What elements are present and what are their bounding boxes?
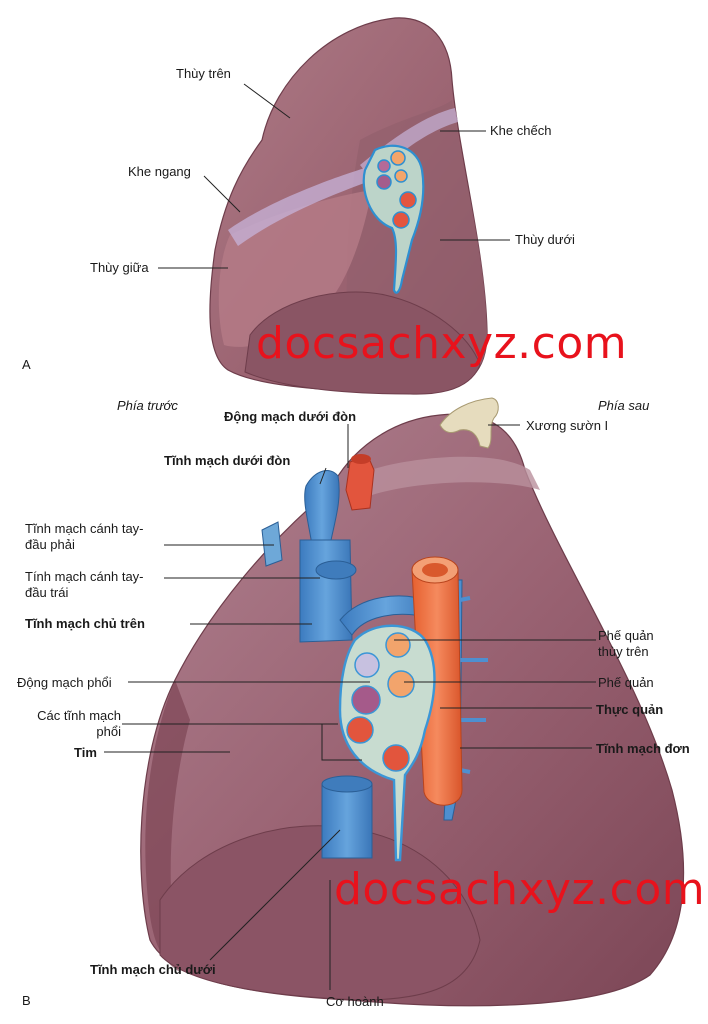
label-superior-vena-cava: Tĩnh mạch chủ trên [25, 616, 145, 631]
label-anterior-side: Phía trước [117, 398, 178, 413]
label-left-brachiocephalic-vein: Tính mạch cánh tay-đầu trái [25, 569, 144, 600]
label-azygos-vein: Tĩnh mạch đơn [596, 741, 690, 756]
label-horizontal-fissure: Khe ngang [128, 164, 191, 179]
label-pulmonary-veins: Các tĩnh mạch phổi [37, 708, 121, 739]
label-heart: Tim [74, 745, 97, 760]
watermark-bottom: docsachxyz.com [334, 864, 706, 915]
lung-panel-b [140, 397, 685, 1007]
panel-letter-b: B [22, 993, 31, 1008]
label-posterior-side: Phía sau [598, 398, 650, 413]
label-middle-lobe: Thùy giữa [90, 260, 149, 275]
label-lower-lobe: Thùy dưới [515, 232, 575, 247]
label-right-brachiocephalic-vein: Tĩnh mạch cánh tay-đầu phải [25, 521, 144, 552]
superior-vena-cava-shape [299, 539, 353, 643]
label-pulmonary-artery: Động mạch phổi [17, 675, 112, 690]
label-subclavian-vein: Tĩnh mạch dưới đòn [164, 453, 291, 468]
subclavian-artery-shape [345, 455, 375, 511]
leader-lines-a [158, 83, 510, 269]
label-oblique-fissure: Khe chếch [490, 123, 552, 138]
label-esophagus: Thực quản [596, 702, 664, 717]
right-brachiocephalic-stub [261, 521, 283, 567]
label-upper-lobe: Thùy trên [176, 66, 231, 81]
horizontal-fissure-band [228, 165, 378, 246]
label-inferior-vena-cava: Tĩnh mạch chủ dưới [90, 962, 216, 977]
label-bronchus: Phế quản [598, 675, 654, 690]
lung-panel-a [209, 17, 488, 395]
diaphragm-surface-a [244, 291, 481, 395]
label-upper-lobe-bronchus: Phế quản thùy trên [598, 628, 654, 659]
panel-letter-a: A [22, 357, 31, 372]
watermark-top: docsachxyz.com [256, 318, 628, 369]
leader-lines-b [104, 424, 596, 990]
label-first-rib: Xương sườn I [526, 418, 609, 433]
label-subclavian-artery: Động mạch dưới đòn [224, 409, 357, 424]
subclavian-vein-shape [304, 470, 340, 546]
diaphragm-surface-b [159, 825, 481, 1001]
apex-band [370, 456, 540, 495]
anterior-border-b [145, 680, 190, 972]
label-diaphragm: Cơ hoành [326, 994, 384, 1009]
first-rib-bone [439, 397, 499, 449]
inferior-vena-cava-shape [321, 783, 373, 859]
